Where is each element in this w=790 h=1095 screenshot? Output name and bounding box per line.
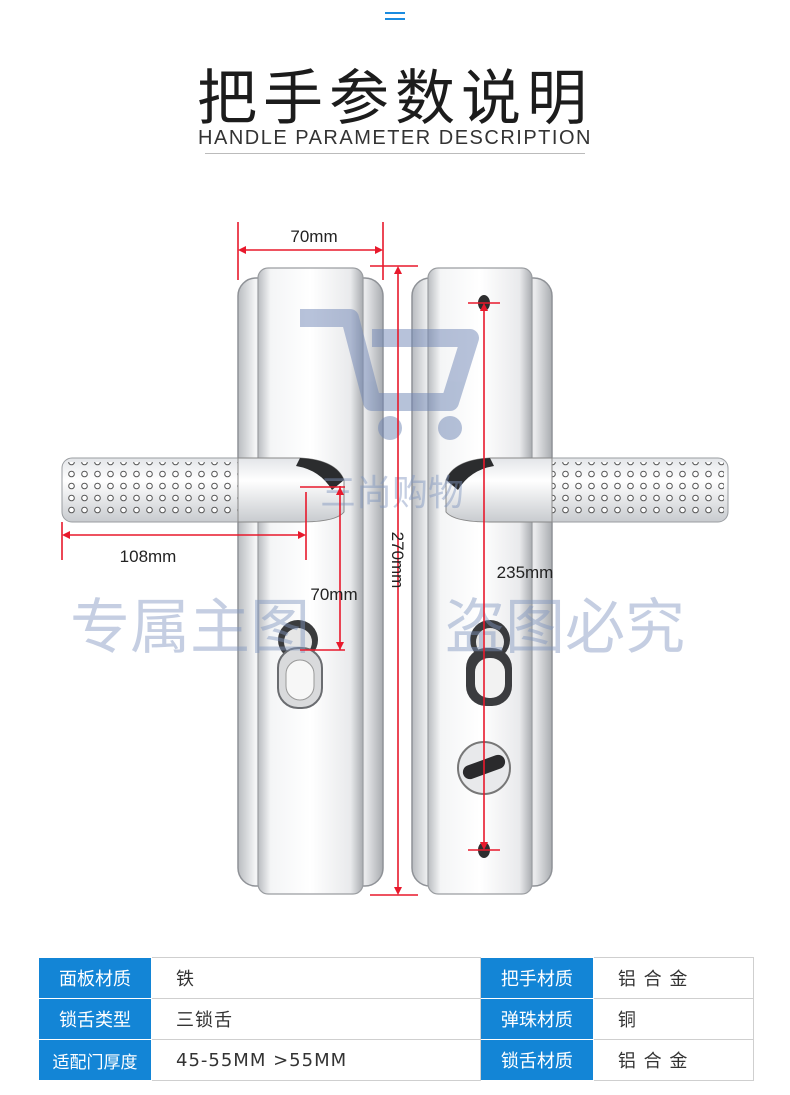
- spec-value: 铁: [151, 957, 481, 999]
- spec-key: 面板材质: [38, 957, 152, 999]
- dim-center-distance: 70mm: [310, 585, 357, 604]
- page-subtitle: HANDLE PARAMETER DESCRIPTION: [198, 127, 592, 149]
- spec-value: 三锁舌: [151, 998, 481, 1040]
- spec-value: 45-55MM >55MM: [151, 1039, 481, 1081]
- subtitle-underline: [205, 153, 585, 154]
- left-handle-plate: [237, 267, 384, 895]
- spec-value: 铜: [592, 998, 755, 1040]
- logo-watermark-text: 三尚购物: [320, 473, 464, 514]
- watermark-left: 专属主图: [70, 593, 310, 663]
- spec-value: 铝 合 金: [592, 957, 755, 999]
- spec-key: 锁舌类型: [38, 998, 152, 1040]
- spec-table: 面板材质 铁 把手材质 铝 合 金 锁舌类型 三锁舌 弹珠材质 铜 适配门厚度 …: [38, 957, 755, 1081]
- dim-handle-length: 108mm: [120, 547, 177, 566]
- left-lever: [61, 457, 345, 523]
- dim-hole-distance: 235mm: [497, 563, 554, 582]
- spec-key: 锁舌材质: [479, 1039, 594, 1081]
- spec-key: 适配门厚度: [38, 1039, 152, 1081]
- top-decoration: [385, 12, 405, 22]
- dim-panel-height: 270mm: [388, 532, 407, 589]
- spec-value: 铝 合 金: [592, 1039, 755, 1081]
- right-cylinder-hole: [466, 620, 512, 706]
- logo-watermark: [300, 309, 479, 440]
- dimension-lines: [61, 222, 500, 896]
- watermark-right: 盗图必究: [445, 593, 685, 663]
- right-lever: [445, 457, 729, 523]
- table-row: 面板材质 铁 把手材质 铝 合 金: [38, 957, 755, 999]
- table-row: 适配门厚度 45-55MM >55MM 锁舌材质 铝 合 金: [38, 1039, 755, 1081]
- spec-key: 弹珠材质: [479, 998, 594, 1040]
- spec-key: 把手材质: [479, 957, 594, 999]
- dim-panel-width: 70mm: [290, 227, 337, 246]
- page-title: 把手参数说明: [197, 64, 593, 134]
- handle-diagram: 三尚购物 专属主图 盗图必究 70mm 108mm 70m: [61, 222, 729, 896]
- table-row: 锁舌类型 三锁舌 弹珠材质 铜: [38, 998, 755, 1040]
